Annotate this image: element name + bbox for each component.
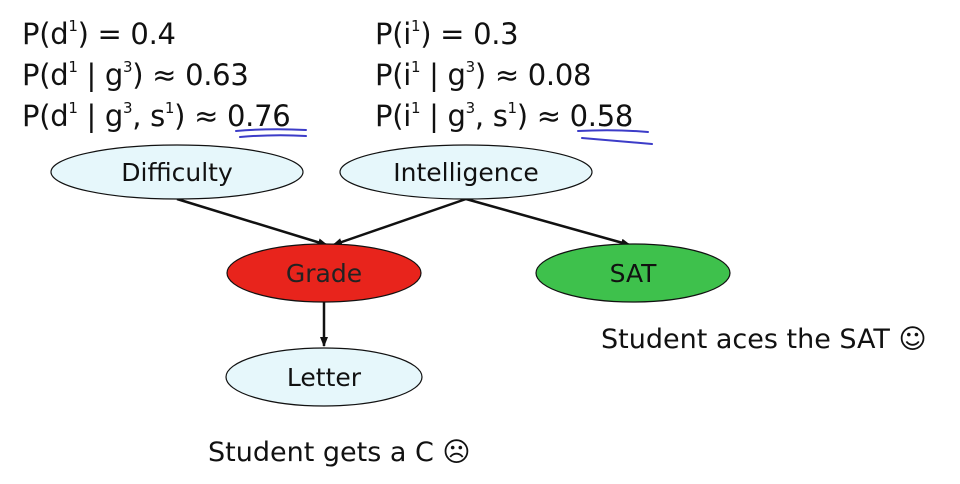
value-0-58: 0.58	[569, 99, 634, 133]
underline-0-58	[577, 129, 653, 145]
prob-d1-given-g3: P(d1 | g3) ≈ 0.63	[22, 58, 249, 92]
node-sat: SAT	[535, 243, 731, 303]
caption-sat: Student aces the SAT ☺	[601, 324, 927, 355]
node-letter: Letter	[225, 347, 423, 407]
prob-i1: P(i1) = 0.3	[375, 17, 519, 51]
edge-intelligence-sat	[465, 197, 631, 247]
node-intelligence: Intelligence	[339, 144, 593, 200]
prob-d1-given-g3-s1: P(d1 | g3, s1) ≈ 0.76	[22, 99, 291, 133]
node-grade: Grade	[226, 243, 422, 303]
value-0-76: 0.76	[227, 99, 291, 133]
svg-text:Letter: Letter	[287, 363, 362, 392]
prob-i1-given-g3: P(i1 | g3) ≈ 0.08	[375, 58, 592, 92]
edge-intelligence-grade	[332, 197, 467, 247]
underline-0-76	[235, 128, 307, 138]
svg-text:Grade: Grade	[286, 259, 362, 288]
svg-text:SAT: SAT	[610, 259, 657, 288]
svg-text:Intelligence: Intelligence	[393, 158, 538, 187]
edge-difficulty-grade	[176, 197, 328, 247]
prob-d1: P(d1) = 0.4	[22, 17, 176, 51]
prob-i1-given-g3-s1: P(i1 | g3, s1) ≈ 0.58	[375, 99, 634, 133]
caption-letter: Student gets a C ☹	[208, 437, 471, 468]
svg-text:Difficulty: Difficulty	[121, 158, 233, 187]
node-difficulty: Difficulty	[50, 144, 304, 200]
